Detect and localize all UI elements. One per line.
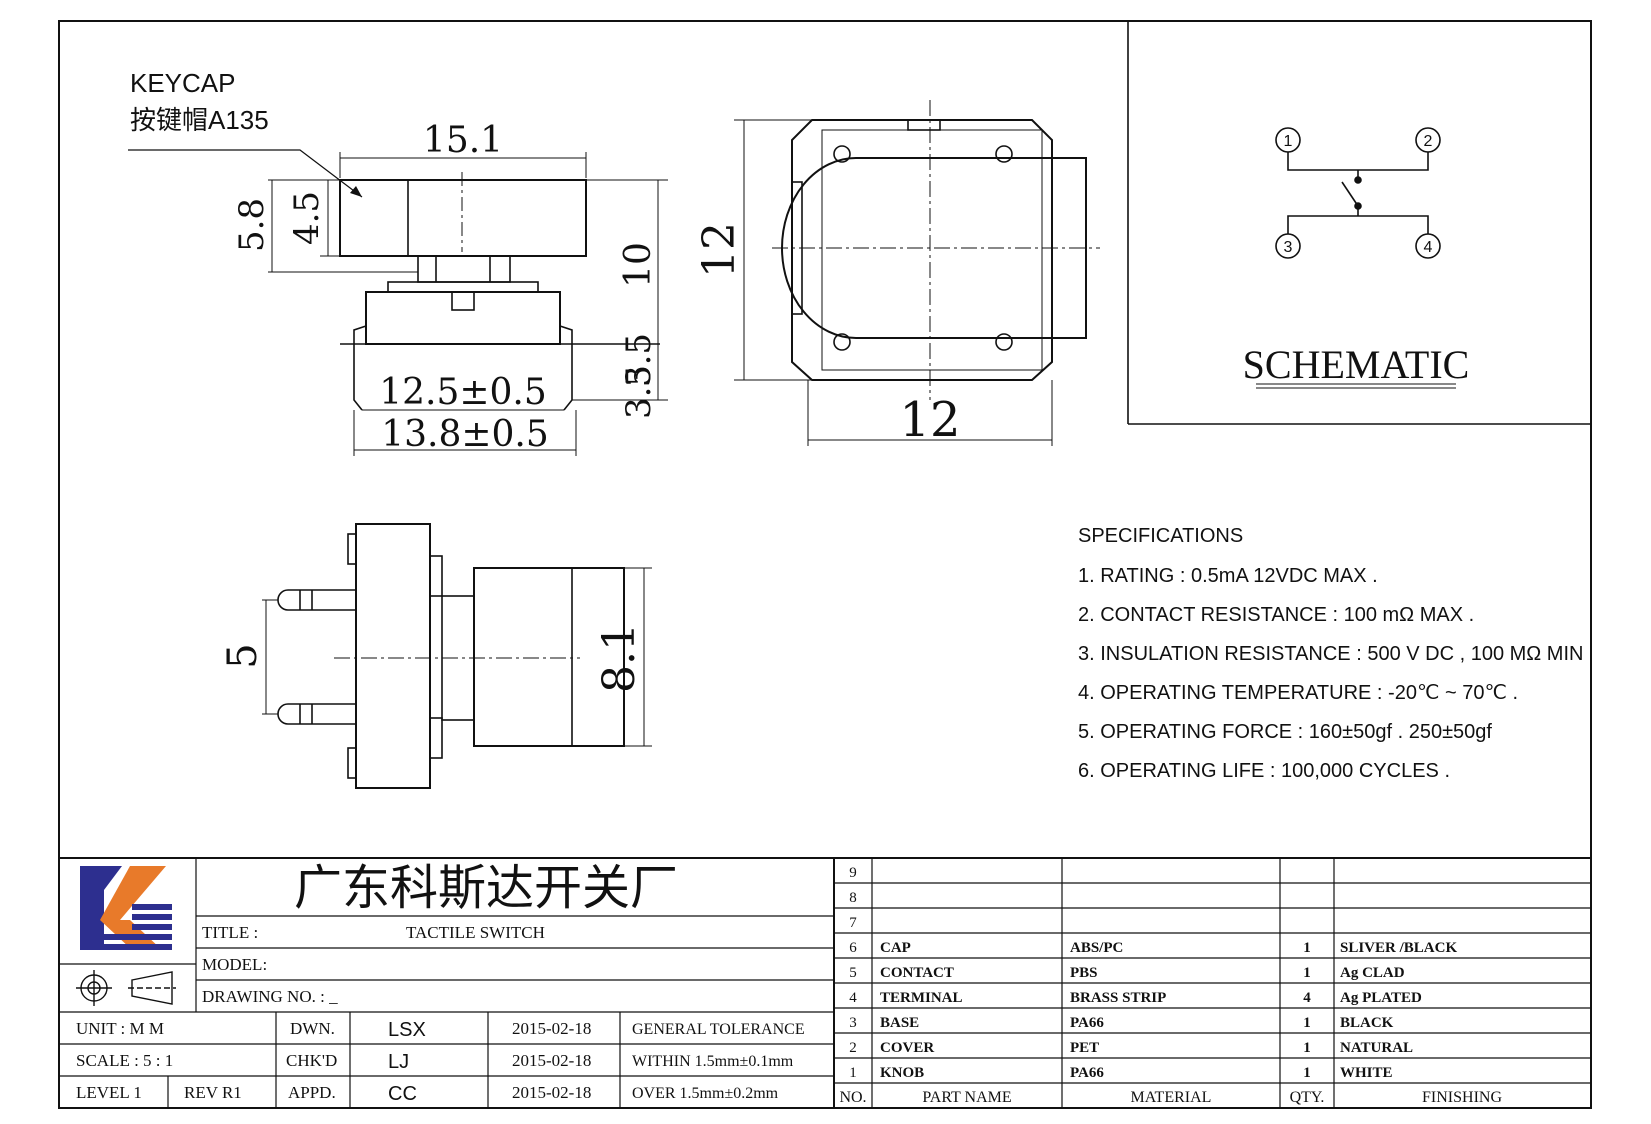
title-value: TACTILE SWITCH — [406, 923, 545, 942]
title-label: TITLE : — [202, 923, 258, 942]
bom-cell-material: PA66 — [1070, 1065, 1104, 1081]
appd-value: CC — [388, 1083, 417, 1105]
projection-symbol-icon — [76, 970, 176, 1006]
title-block-text: 广东科斯达开关厂 TITLE : TACTILE SWITCH MODEL: D… — [76, 862, 805, 1105]
spec-item: 6. OPERATING LIFE : 100,000 CYCLES . — [1078, 760, 1450, 782]
bom-header-no: NO. — [839, 1089, 866, 1106]
title-block — [59, 857, 1591, 1108]
bom-table — [834, 858, 1591, 1108]
bom-cell-qty: 4 — [1303, 990, 1311, 1006]
dim-pitch-13-8: 13.8±0.5 — [381, 414, 549, 455]
front-view: 5 8.1 — [220, 523, 652, 789]
schematic-panel: 1 2 3 4 SCHEMATIC — [1127, 21, 1591, 425]
appd-date: 2015-02-18 — [512, 1083, 591, 1102]
schematic-title: SCHEMATIC — [1243, 342, 1470, 387]
bom-cell-qty: 1 — [1303, 940, 1311, 956]
bom-cell-part: CAP — [880, 940, 911, 956]
bom-cell-material: BRASS STRIP — [1070, 990, 1166, 1006]
keycap-label-cn: 按键帽A135 — [130, 105, 269, 135]
bom-header-finishing: FINISHING — [1422, 1089, 1502, 1106]
bom-cell-qty: 1 — [1303, 1015, 1311, 1031]
pin-label-1: 1 — [1284, 133, 1293, 150]
dim-height-3-5-b: 3.5 — [619, 365, 659, 419]
bom-cell-no: 9 — [849, 865, 857, 881]
keycap-label: KEYCAP — [130, 68, 236, 98]
bom-cell-no: 3 — [849, 1015, 857, 1031]
chk-date: 2015-02-18 — [512, 1051, 591, 1070]
bom-header: NO. PART NAME MATERIAL QTY. FINISHING — [839, 1089, 1502, 1106]
bom-cell-qty: 1 — [1303, 1040, 1311, 1056]
tolerance-within: WITHIN 1.5mm±0.1mm — [632, 1053, 794, 1070]
pin-label-2: 2 — [1424, 133, 1433, 150]
bom-cell-finishing: BLACK — [1340, 1015, 1394, 1031]
chk-value: LJ — [388, 1051, 409, 1073]
bom-cell-finishing: Ag PLATED — [1340, 990, 1422, 1006]
bom-cell-no: 1 — [849, 1065, 857, 1081]
top-view: 12 12 — [694, 100, 1100, 448]
scale-label: SCALE : 5 : 1 — [76, 1051, 173, 1070]
spec-item: 4. OPERATING TEMPERATURE : -20℃ ~ 70℃ . — [1078, 682, 1518, 704]
specifications: SPECIFICATIONS 1. RATING : 0.5mA 12VDC M… — [1078, 525, 1583, 782]
appd-label: APPD. — [288, 1083, 336, 1102]
dim-pin-5: 5 — [220, 643, 266, 668]
rev-label: REV R1 — [184, 1083, 242, 1102]
bom-header-material: MATERIAL — [1131, 1089, 1212, 1106]
bom-cell-qty: 1 — [1303, 965, 1311, 981]
bom-cell-no: 2 — [849, 1040, 857, 1056]
dim-top-width: 15.1 — [423, 120, 503, 161]
bom-header-part: PART NAME — [922, 1089, 1011, 1106]
model-label: MODEL: — [202, 955, 267, 974]
specs-title: SPECIFICATIONS — [1078, 525, 1243, 547]
side-view: KEYCAP 按键帽A135 15.1 5.8 4.5 — [128, 68, 668, 456]
bom-cell-part: BASE — [880, 1015, 919, 1031]
bom-cell-no: 8 — [849, 890, 857, 906]
dim-height-4-5: 4.5 — [287, 191, 327, 245]
pin-label-3: 3 — [1284, 239, 1293, 256]
bom-cell-part: COVER — [880, 1040, 934, 1056]
bom-cell-part: CONTACT — [880, 965, 954, 981]
bom-cell-finishing: WHITE — [1340, 1065, 1393, 1081]
bom-cell-material: PA66 — [1070, 1015, 1104, 1031]
sheet-border — [58, 20, 1592, 1109]
spec-item: 5. OPERATING FORCE : 160±50gf . 250±50gf — [1078, 721, 1492, 743]
bom-cell-no: 5 — [849, 965, 857, 981]
bom-cell-no: 6 — [849, 940, 857, 956]
bom-cell-part: TERMINAL — [880, 990, 963, 1006]
level-label: LEVEL 1 — [76, 1083, 142, 1102]
chk-label: CHK'D — [286, 1051, 337, 1070]
bom-cell-finishing: Ag CLAD — [1340, 965, 1405, 981]
bom-cell-qty: 1 — [1303, 1065, 1311, 1081]
bom-cell-finishing: SLIVER /BLACK — [1340, 940, 1457, 956]
dim-pitch-12-5: 12.5±0.5 — [379, 372, 547, 413]
spec-item: 1. RATING : 0.5mA 12VDC MAX . — [1078, 565, 1378, 587]
dim-height-10: 10 — [618, 242, 659, 288]
dim-cap-8-1: 8.1 — [594, 623, 645, 693]
general-tolerance: GENERAL TOLERANCE — [632, 1021, 805, 1038]
dwn-date: 2015-02-18 — [512, 1019, 591, 1038]
bom-header-qty: QTY. — [1290, 1089, 1325, 1106]
company-logo — [78, 862, 178, 958]
dim-square-12-v: 12 — [694, 222, 745, 278]
spec-item: 3. INSULATION RESISTANCE : 500 V DC , 10… — [1078, 643, 1583, 665]
dim-height-3-5-a: 3.5 — [619, 333, 659, 387]
bom-cell-material: ABS/PC — [1070, 940, 1123, 956]
bom-cell-material: PET — [1070, 1040, 1099, 1056]
bom-cell-no: 4 — [849, 990, 857, 1006]
tolerance-over: OVER 1.5mm±0.2mm — [632, 1085, 779, 1102]
dim-square-12-h: 12 — [899, 392, 960, 448]
dwn-value: LSX — [388, 1019, 426, 1041]
company-name: 广东科斯达开关厂 — [294, 862, 678, 915]
pin-label-4: 4 — [1424, 239, 1433, 256]
dim-height-5-8: 5.8 — [232, 198, 272, 252]
bom-cell-finishing: NATURAL — [1340, 1040, 1413, 1056]
bom-cell-material: PBS — [1070, 965, 1098, 981]
unit-label: UNIT : M M — [76, 1019, 164, 1038]
spec-item: 2. CONTACT RESISTANCE : 100 mΩ MAX . — [1078, 604, 1474, 626]
bom-cell-part: KNOB — [880, 1065, 924, 1081]
drawing-no-label: DRAWING NO. : _ — [202, 987, 338, 1006]
dwn-label: DWN. — [290, 1019, 335, 1038]
bom-cell-no: 7 — [849, 915, 857, 931]
